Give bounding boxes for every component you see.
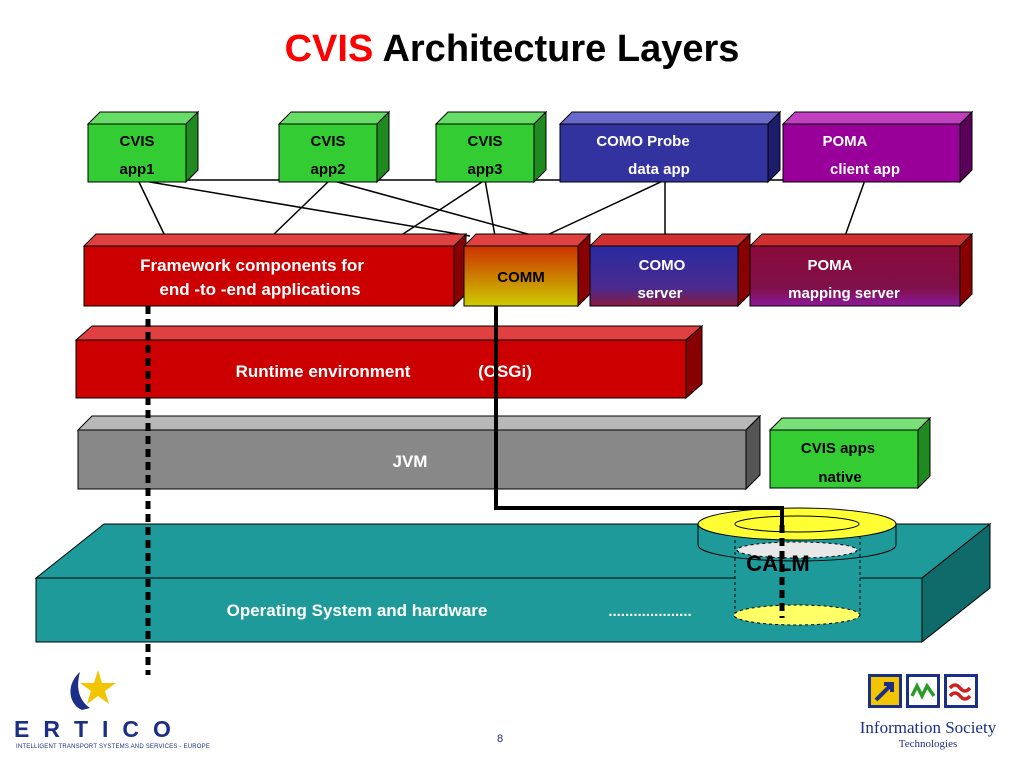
ertico-logo-text: ERTICO: [14, 716, 185, 742]
poma-server-line2: mapping server: [788, 285, 900, 302]
app-box-cvis-app1: CVIS app1: [86, 110, 200, 184]
ertico-star-icon: [70, 670, 116, 710]
page-number: 8: [496, 733, 504, 745]
app-box-cvis-app2: CVIS app2: [277, 110, 391, 184]
calm-label: CALM: [746, 551, 810, 576]
app1-line2: app1: [119, 161, 154, 178]
app3-line1: CVIS: [467, 133, 502, 150]
app-box-poma-client: POMA client app: [781, 110, 974, 184]
framework-line2: end -to -end applications: [159, 280, 360, 299]
poma-server-box: POMA mapping server: [748, 232, 974, 308]
title-rest: Architecture Layers: [382, 28, 740, 70]
connection-lines: [136, 179, 866, 237]
app2-line1: CVIS: [310, 133, 345, 150]
os-dots: ....................: [608, 603, 691, 620]
runtime-label: Runtime environment: [236, 362, 411, 381]
ist-logo-icon: [868, 674, 978, 708]
ertico-tagline: INTELLIGENT TRANSPORT SYSTEMS AND SERVIC…: [16, 744, 211, 750]
cvis-apps-native-box: CVIS apps native: [768, 416, 932, 490]
ist-logo-title: Information Society: [859, 718, 997, 737]
como-server-line1: COMO: [639, 257, 686, 274]
runtime-environment-layer: Runtime environment (OSGi): [74, 324, 704, 400]
poma-client-line1: POMA: [823, 133, 868, 150]
runtime-osgi: (OSGi): [478, 362, 532, 381]
app-box-como-probe: COMO Probe data app: [558, 110, 782, 184]
native-line1: CVIS apps: [801, 440, 875, 457]
como-server-box: COMO server: [588, 232, 752, 308]
como-probe-line2: data app: [628, 161, 690, 178]
jvm-layer: JVM: [76, 414, 762, 491]
app2-line2: app2: [310, 161, 345, 178]
framework-components-box: Framework components for end -to -end ap…: [82, 232, 468, 308]
page-title: CVIS Architecture Layers: [0, 28, 1024, 71]
native-line2: native: [818, 469, 861, 486]
title-accent: CVIS: [284, 28, 374, 70]
app-box-cvis-app3: CVIS app3: [434, 110, 548, 184]
calm-cylinder: CALM: [697, 507, 897, 626]
como-server-line2: server: [637, 285, 682, 302]
como-probe-line1: COMO Probe: [596, 133, 689, 150]
jvm-label: JVM: [393, 452, 428, 471]
poma-server-line1: POMA: [808, 257, 853, 274]
comm-label: COMM: [497, 269, 545, 286]
path-lines: [145, 306, 785, 675]
comm-box: COMM: [462, 232, 592, 308]
app3-line2: app3: [467, 161, 502, 178]
app1-line1: CVIS: [119, 133, 154, 150]
os-label: Operating System and hardware: [227, 601, 488, 620]
framework-line1: Framework components for: [140, 256, 364, 275]
ist-logo-subtitle: Technologies: [898, 738, 958, 750]
poma-client-line2: client app: [830, 161, 900, 178]
